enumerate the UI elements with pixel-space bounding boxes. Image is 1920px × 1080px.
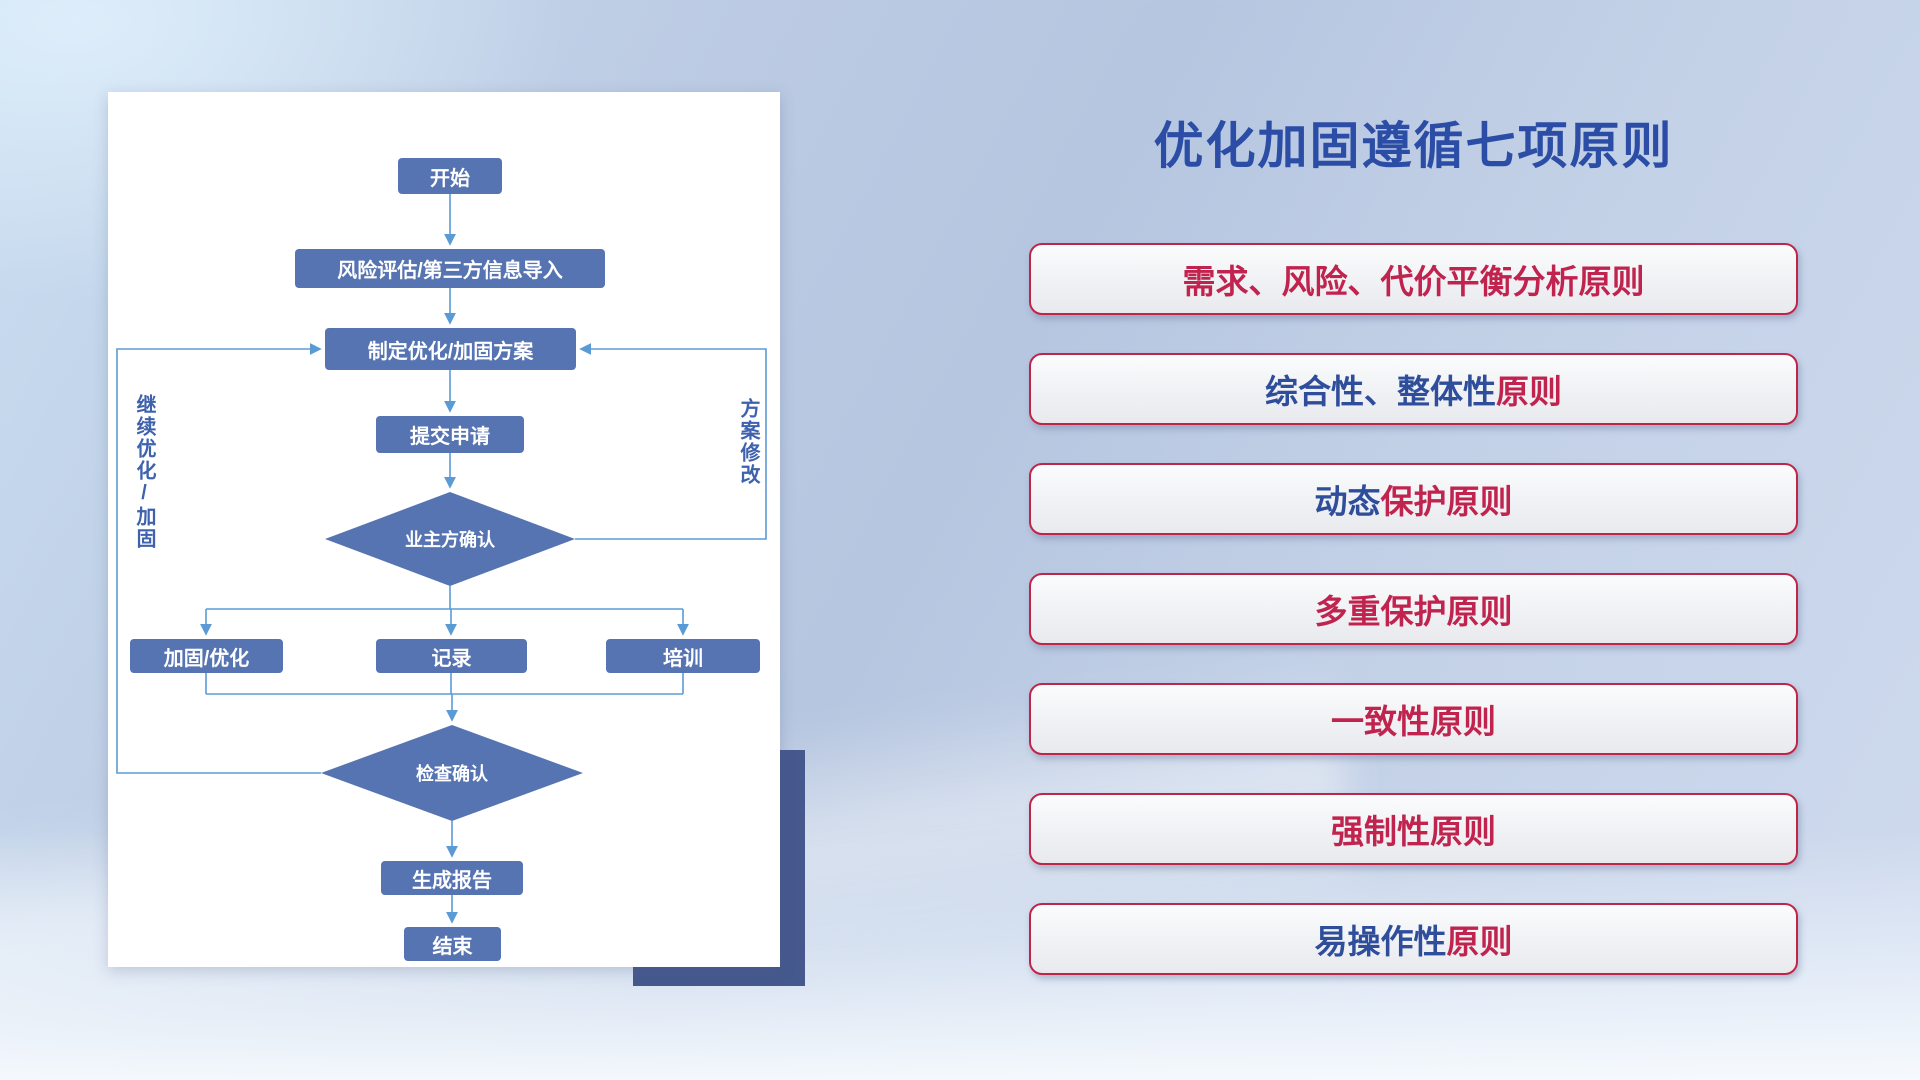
principle-text-segment: 原则 [1446,923,1513,960]
principle-box-3: 动态保护原则 [1029,463,1798,535]
flow-node-harden-optimize: 加固/优化 [130,639,283,673]
principle-text-segment: 强制性原则 [1331,813,1496,850]
principle-text-segment: 易操作性 [1314,923,1447,960]
flowchart-card: 开始 风险评估/第三方信息导入 制定优化/加固方案 提交申请 业主方确认 加固/… [108,92,780,967]
principle-text-segment: 多重保护原则 [1314,593,1513,630]
flow-node-start: 开始 [398,158,502,194]
principle-box-5: 一致性原则 [1029,683,1798,755]
principle-text-segment: 需求、风险、代价平衡分析原则 [1182,263,1645,300]
principles-panel: 优化加固遵循七项原则 需求、风险、代价平衡分析原则综合性、整体性原则动态保护原则… [1029,0,1798,1080]
flow-node-record: 记录 [376,639,527,673]
flow-node-report: 生成报告 [381,861,523,895]
principle-text-segment: 原则 [1496,373,1562,410]
principle-text-segment: 一致性原则 [1331,703,1496,740]
principle-text-segment: 动态 [1314,483,1381,520]
edge-label-plan-revise: 方案修改 [737,398,759,486]
principle-box-6: 强制性原则 [1029,793,1798,865]
principle-box-2: 综合性、整体性原则 [1029,353,1798,425]
principle-box-4: 多重保护原则 [1029,573,1798,645]
page-title: 优化加固遵循七项原则 [1153,118,1674,174]
flowchart-connectors-svg [116,194,767,924]
principle-box-7: 易操作性原则 [1029,903,1798,975]
principle-text-segment: 综合性、整体性 [1265,373,1496,410]
principle-text-segment: 保护原则 [1380,483,1513,520]
flow-edges [116,194,767,924]
flow-node-make-plan: 制定优化/加固方案 [325,328,576,370]
edge-label-continue-optimize: 继续优化/加固 [133,394,155,550]
principles-list: 需求、风险、代价平衡分析原则综合性、整体性原则动态保护原则多重保护原则一致性原则… [1029,243,1798,975]
flow-node-submit: 提交申请 [376,416,524,453]
flow-node-end: 结束 [404,927,501,961]
flow-node-training: 培训 [606,639,760,673]
flow-node-risk-import: 风险评估/第三方信息导入 [295,249,605,288]
principle-box-1: 需求、风险、代价平衡分析原则 [1029,243,1798,315]
